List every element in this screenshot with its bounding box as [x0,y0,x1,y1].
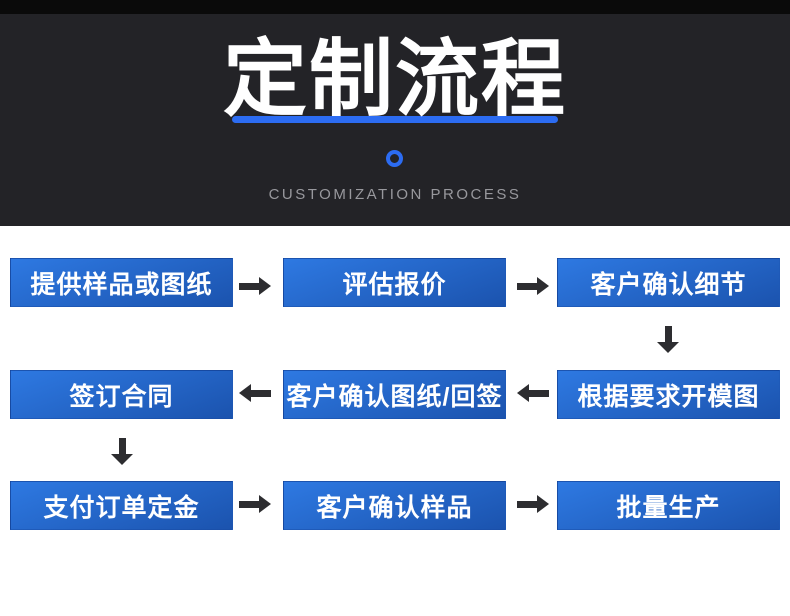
step-label: 签订合同 [69,382,174,411]
step-customer-confirm-details: 客户确认细节 [557,258,780,307]
hero-top-strip [0,0,790,14]
page-title: 定制流程 [222,32,567,126]
page-subtitle: CUSTOMIZATION PROCESS [268,186,522,203]
arrow-left-icon [239,384,271,402]
step-evaluate-quote: 评估报价 [283,258,506,307]
flowchart: 提供样品或图纸 评估报价 客户确认细节 根据要求开模图 客户确认图纸/回签 [0,226,790,616]
arrow-left-icon [517,384,549,402]
step-mass-production: 批量生产 [557,481,780,530]
step-label: 根据要求开模图 [577,382,760,411]
hero-banner: 定制流程 CUSTOMIZATION PROCESS [0,0,790,226]
arrow-right-icon [517,495,549,513]
step-pay-order-deposit: 支付订单定金 [10,481,233,530]
step-label: 客户确认样品 [316,493,473,522]
step-customer-confirm-drawing-signback: 客户确认图纸/回签 [283,370,506,419]
step-label: 批量生产 [616,493,721,522]
title-underline [232,116,558,123]
step-label: 客户确认图纸/回签 [286,382,503,411]
step-mold-drawing-per-requirements: 根据要求开模图 [557,370,780,419]
step-label: 评估报价 [342,270,447,299]
step-label: 客户确认细节 [590,270,747,299]
step-label: 支付订单定金 [43,493,200,522]
step-customer-confirm-sample: 客户确认样品 [283,481,506,530]
arrow-right-icon [239,277,271,295]
arrow-down-icon [657,326,679,353]
step-provide-sample-or-drawing: 提供样品或图纸 [10,258,233,307]
step-label: 提供样品或图纸 [30,270,213,299]
arrow-right-icon [239,495,271,513]
arrow-down-icon [111,438,133,465]
step-sign-contract: 签订合同 [10,370,233,419]
ring-icon [386,150,403,167]
arrow-right-icon [517,277,549,295]
